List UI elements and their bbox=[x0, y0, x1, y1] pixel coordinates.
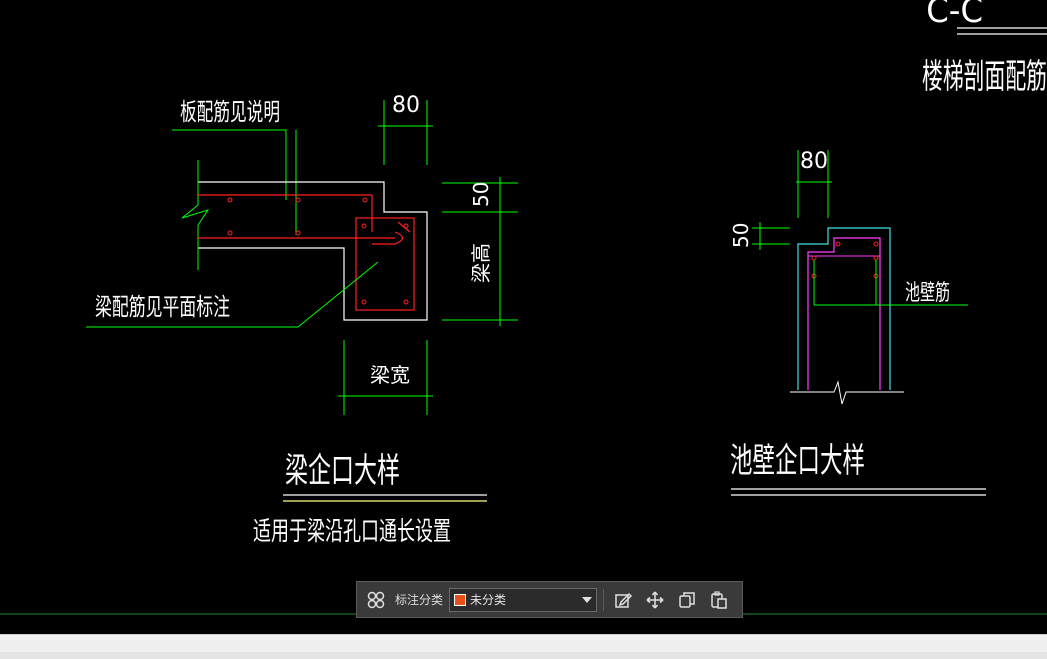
move-icon[interactable] bbox=[642, 587, 668, 613]
section-title-partial: C-C bbox=[926, 0, 983, 30]
copy-icon[interactable] bbox=[674, 587, 700, 613]
category-dropdown[interactable]: 未分类 bbox=[449, 587, 598, 612]
grid-icon[interactable] bbox=[363, 587, 389, 613]
beam-detail-subtitle: 适用于梁沿孔口通长设置 bbox=[253, 517, 451, 547]
slab-rebar-note: 板配筋见说明 bbox=[180, 98, 280, 126]
chevron-down-icon bbox=[582, 596, 593, 603]
wall-dim-50: 50 bbox=[729, 223, 753, 248]
category-selected: 未分类 bbox=[470, 593, 507, 607]
beam-width-label: 梁宽 bbox=[370, 363, 410, 387]
beam-rebar-note: 梁配筋见平面标注 bbox=[95, 293, 230, 321]
status-bar-bottom bbox=[0, 652, 1047, 659]
category-color-swatch bbox=[454, 593, 467, 606]
toolbar-divider bbox=[603, 588, 605, 611]
beam-dim-80: 80 bbox=[392, 93, 420, 118]
annotation-toolbar: 标注分类 未分类 bbox=[356, 581, 743, 618]
stair-section-title: 楼梯剖面配筋 bbox=[922, 57, 1047, 97]
wall-rebar-note: 池壁筋 bbox=[905, 281, 950, 306]
paste-icon[interactable] bbox=[706, 587, 732, 613]
wall-dim-80: 80 bbox=[800, 149, 828, 174]
beam-dim-50: 50 bbox=[469, 182, 493, 207]
category-label: 标注分类 bbox=[395, 593, 444, 607]
beam-detail-title: 梁企口大样 bbox=[285, 451, 400, 491]
beam-height-label: 梁高 bbox=[469, 243, 493, 283]
edit-icon[interactable] bbox=[610, 587, 636, 613]
wall-detail-title: 池壁企口大样 bbox=[730, 441, 865, 481]
